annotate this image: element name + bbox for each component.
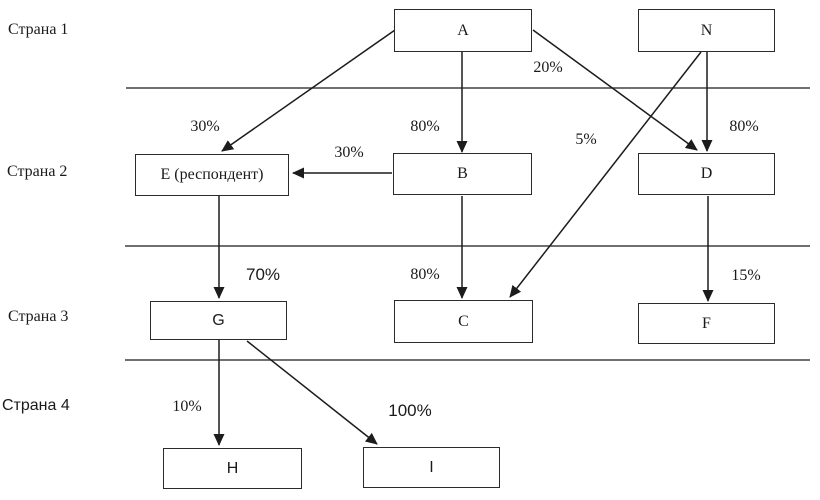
node-N: N: [638, 9, 775, 52]
edge-A-E-line: [221, 29, 396, 152]
edge-label-G-I: 100%: [388, 401, 432, 420]
row-label-strana-4: Страна 4: [2, 397, 70, 414]
edge-label-A-B: 80%: [410, 118, 440, 135]
edge-label-N-D: 80%: [729, 118, 759, 135]
node-F: F: [638, 303, 775, 344]
edge-label-B-E: 30%: [334, 144, 364, 161]
edge-G-I-line: [246, 340, 378, 445]
edge-label-E-G: 70%: [245, 265, 281, 284]
node-D: D: [638, 153, 775, 195]
edge-label-D-F: 15%: [731, 267, 761, 284]
node-B: B: [393, 153, 532, 195]
edge-label-G-H: 10%: [172, 398, 202, 415]
row-label-strana-1: Страна 1: [8, 21, 69, 38]
edge-label-A-E: 30%: [190, 118, 220, 135]
row-label-strana-2: Страна 2: [7, 163, 68, 180]
node-C: C: [394, 300, 533, 343]
node-G: G: [150, 301, 287, 340]
node-E-respondent: Е (респондент): [135, 154, 289, 196]
node-I: I: [363, 447, 500, 488]
node-A: A: [394, 9, 532, 52]
edge-label-A-D: 20%: [533, 59, 563, 76]
row-label-strana-3: Страна 3: [8, 308, 69, 325]
edge-label-N-C: 5%: [575, 131, 597, 148]
edge-A-D-line: [532, 29, 698, 151]
edge-N-C-line: [509, 51, 702, 298]
node-H: H: [163, 448, 302, 489]
edge-label-B-C: 80%: [410, 266, 440, 283]
